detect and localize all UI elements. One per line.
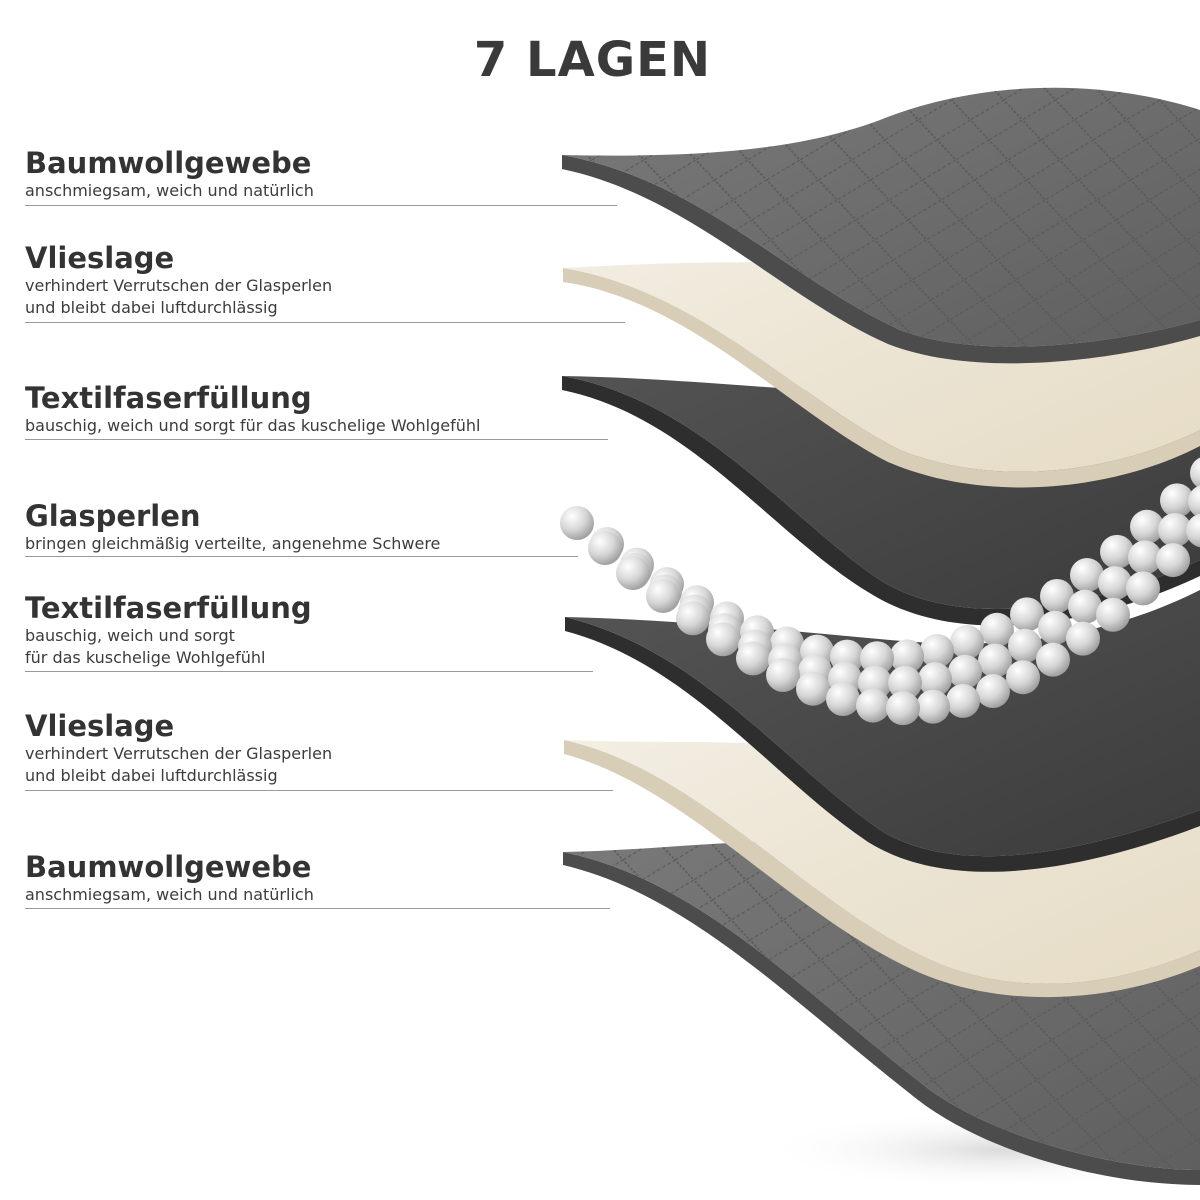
- glass-bead: [616, 556, 650, 590]
- layer-name: Vlieslage: [25, 241, 175, 275]
- layer-label-4: Glasperlen bringen gleichmäßig verteilte…: [25, 499, 440, 555]
- divider-line: [25, 439, 608, 440]
- glass-bead: [946, 683, 980, 718]
- glass-bead: [860, 641, 894, 676]
- layer-label-5: Textilfaserfüllung bauschig, weich und s…: [25, 591, 312, 669]
- layer-name: Baumwollgewebe: [25, 850, 312, 884]
- glass-bead: [978, 643, 1012, 678]
- glass-bead: [1160, 483, 1194, 518]
- divider-line: [25, 322, 625, 323]
- layer-description: verhindert Verrutschen der Glasperlen un…: [25, 276, 333, 317]
- lower-fiber-layer: [565, 590, 1200, 872]
- layer-name: Textilfaserfüllung: [25, 381, 312, 415]
- glass-bead: [796, 671, 830, 706]
- glass-bead: [646, 578, 680, 613]
- glass-bead: [920, 633, 954, 668]
- glass-bead: [1156, 543, 1190, 578]
- glass-bead: [1070, 558, 1104, 593]
- layer-name: Glasperlen: [25, 499, 201, 533]
- glass-bead: [918, 662, 952, 697]
- glass-bead: [890, 639, 924, 674]
- glass-bead: [950, 625, 984, 660]
- divider-line: [25, 205, 617, 206]
- layer-name: Baumwollgewebe: [25, 146, 312, 180]
- divider-line: [25, 908, 610, 909]
- glass-bead: [1128, 540, 1162, 575]
- glass-bead: [766, 658, 800, 693]
- glass-bead: [886, 691, 920, 726]
- glass-bead: [1190, 457, 1200, 489]
- glass-bead: [856, 688, 890, 723]
- glass-bead: [1158, 513, 1192, 548]
- layer-description: anschmiegsam, weich und natürlich: [25, 885, 314, 904]
- glass-bead: [1126, 571, 1160, 606]
- glass-bead: [1100, 534, 1134, 569]
- glass-bead: [706, 622, 740, 657]
- glass-bead: [1066, 621, 1100, 656]
- divider-line: [25, 790, 613, 791]
- layer-label-2: Vlieslage verhindert Verrutschen der Gla…: [25, 241, 332, 319]
- layer-label-3: Textilfaserfüllung bauschig, weich und s…: [25, 381, 480, 437]
- divider-line: [25, 556, 578, 557]
- divider-line: [25, 671, 593, 672]
- glass-bead: [1040, 579, 1074, 614]
- glass-bead: [588, 531, 622, 565]
- glass-bead: [1006, 660, 1040, 695]
- glass-beads-layer: [560, 457, 1200, 726]
- top-cotton-layer: [562, 87, 1200, 364]
- layer-description: verhindert Verrutschen der Glasperlen un…: [25, 744, 333, 785]
- glass-bead: [916, 689, 950, 724]
- glass-bead: [560, 506, 594, 540]
- glass-bead: [1008, 628, 1042, 663]
- layer-description: bauschig, weich und sorgt für das kusche…: [25, 416, 481, 435]
- layer-label-1: Baumwollgewebe anschmiegsam, weich und n…: [25, 146, 314, 202]
- layer-label-7: Baumwollgewebe anschmiegsam, weich und n…: [25, 850, 314, 906]
- glass-bead: [1010, 597, 1044, 632]
- glass-bead: [948, 654, 982, 689]
- glass-bead: [1036, 642, 1070, 677]
- glass-bead: [736, 641, 770, 676]
- glass-bead: [1096, 597, 1130, 632]
- glass-bead: [980, 612, 1014, 647]
- glass-bead: [888, 665, 922, 700]
- layer-label-6: Vlieslage verhindert Verrutschen der Gla…: [25, 709, 332, 787]
- layer-description: anschmiegsam, weich und natürlich: [25, 181, 314, 200]
- glass-bead: [1186, 513, 1200, 548]
- page-title: 7 LAGEN: [473, 32, 712, 88]
- glass-bead: [976, 674, 1010, 709]
- layer-description: bringen gleichmäßig verteilte, angenehme…: [25, 534, 441, 553]
- glass-bead: [1130, 509, 1164, 544]
- glass-bead: [826, 682, 860, 717]
- glass-bead: [1068, 589, 1102, 624]
- glass-bead: [676, 601, 710, 636]
- layer-name: Vlieslage: [25, 709, 175, 743]
- glass-bead: [1188, 485, 1200, 518]
- layer-description: bauschig, weich und sorgt für das kusche…: [25, 626, 266, 667]
- glass-bead: [1098, 566, 1132, 601]
- glass-bead: [1038, 610, 1072, 645]
- layer-name: Textilfaserfüllung: [25, 591, 312, 625]
